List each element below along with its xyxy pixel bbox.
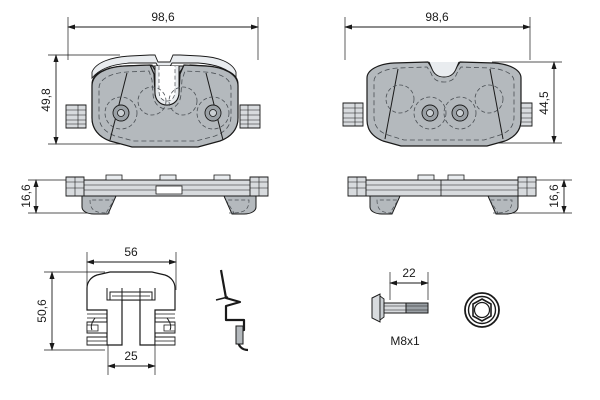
pad-left-ear-left <box>65 104 87 129</box>
pad-right-body <box>366 61 522 147</box>
dimension-bolt-length: 22 <box>389 266 429 300</box>
bolt-view: 22 M8x1 <box>371 266 429 348</box>
side-right-backing-plate <box>356 179 528 197</box>
bolt-thread-label: M8x1 <box>390 334 420 348</box>
side-pad-left-view: 16,6 <box>19 174 269 215</box>
bolt-flange <box>379 295 385 321</box>
spring-wire-view <box>215 269 249 352</box>
dim-label-clip-base: 25 <box>124 349 138 363</box>
dimension-height-left: 49,8 <box>39 54 120 145</box>
bolt-head <box>371 293 381 323</box>
bolt-thread <box>405 302 429 314</box>
dimension-clip-height: 50,6 <box>35 271 105 351</box>
dim-label-clip-height: 50,6 <box>35 299 49 323</box>
dim-label-bolt-length: 22 <box>402 266 416 280</box>
dimension-width-right: 98,6 <box>344 10 531 60</box>
washer-end-view <box>464 292 500 328</box>
dimension-width-left: 98,6 <box>67 10 259 60</box>
pad-left-body <box>91 64 239 148</box>
bolt-shank <box>383 302 407 314</box>
front-pad-left-view: 98,6 49,8 <box>39 10 261 148</box>
dim-label-width-right: 98,6 <box>425 10 449 24</box>
pad-left-ear-right <box>239 104 261 129</box>
dim-label-thickness-left: 16,6 <box>19 184 33 208</box>
dim-label-height-right: 44,5 <box>537 91 551 115</box>
dimension-height-right: 44,5 <box>492 61 562 144</box>
dim-label-clip-width: 56 <box>124 245 138 259</box>
clip-front-view: 56 50,6 25 <box>35 245 177 375</box>
dimension-clip-width: 56 <box>86 245 177 290</box>
dim-label-height-left: 49,8 <box>39 88 53 112</box>
spring-wire-pad <box>235 325 244 345</box>
dimension-clip-base: 25 <box>107 345 156 375</box>
dim-label-width-left: 98,6 <box>151 10 175 24</box>
front-pad-right-view: 98,6 44,5 <box>342 10 562 147</box>
side-pad-right-view: 16,6 <box>347 174 572 215</box>
pad-right-ear-left <box>342 102 364 127</box>
clip-body <box>86 271 176 346</box>
dim-label-thickness-right: 16,6 <box>547 184 561 208</box>
